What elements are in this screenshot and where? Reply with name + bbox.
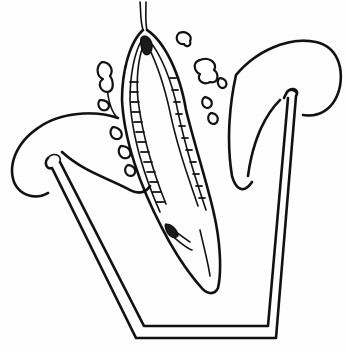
bone-fragments: [98, 32, 227, 176]
gum-tissue-outline: [12, 41, 341, 197]
nerve-line: [140, 2, 143, 30]
bracket-left-hook: [48, 155, 60, 162]
bone-fragment: [202, 97, 212, 108]
tooth-crown: [162, 214, 220, 293]
bone-fragment: [195, 59, 218, 83]
nerve-strand: [140, 2, 147, 30]
bracket-right-hook: [287, 90, 296, 96]
bone-fragment: [125, 165, 135, 176]
bracket-holder: [46, 89, 297, 338]
bone-fragment: [111, 127, 122, 139]
bone-fragment: [98, 100, 109, 110]
bone-fragment: [218, 78, 227, 88]
bone-fragment: [177, 32, 191, 46]
bracket-outer: [46, 89, 297, 338]
bone-fragment: [98, 62, 113, 92]
nerve-line: [146, 2, 147, 30]
root-apex-dark: [141, 36, 152, 55]
gum-right-lobe: [229, 41, 341, 189]
bone-fragment: [208, 113, 218, 124]
